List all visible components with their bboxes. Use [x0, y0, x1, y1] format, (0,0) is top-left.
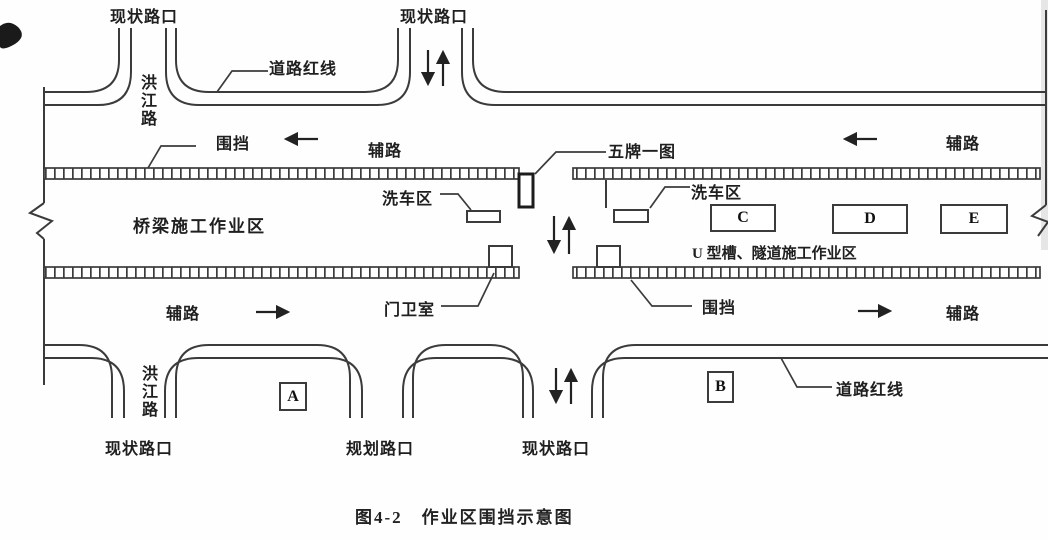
leader-car-wash-left — [440, 193, 472, 211]
leader-redline-top — [216, 70, 268, 93]
fence-bottom-left — [43, 266, 520, 279]
label-hongjiang-road-top: 洪江路 — [138, 74, 155, 128]
leader-enclosure-bottom — [630, 279, 692, 307]
bottom-road-redlines — [44, 344, 1048, 418]
label-guard-room: 门卫室 — [384, 302, 436, 319]
scan-blotch — [0, 22, 22, 49]
fence-top-right — [572, 167, 1041, 180]
label-bridge-work-zone: 桥梁施工作业区 — [133, 217, 266, 236]
label-enclosure-bottom: 围挡 — [702, 300, 737, 317]
label-car-wash-left: 洗车区 — [382, 191, 434, 208]
label-existing-intersection-bottom-left: 现状路口 — [105, 441, 174, 458]
marker-box-a — [279, 382, 307, 411]
marker-a: A — [287, 387, 299, 405]
fence-top-left — [43, 167, 520, 180]
label-auxiliary-road-top-left: 辅路 — [368, 143, 403, 160]
fence-bottom-right — [572, 266, 1041, 279]
left-cut-line — [27, 87, 55, 385]
scan-edge-strip — [1041, 0, 1048, 250]
marker-box-e — [940, 204, 1008, 234]
leader-five-boards — [534, 151, 606, 175]
figure-caption: 图4-2 作业区围挡示意图 — [355, 508, 574, 527]
label-hongjiang-road-bottom: 洪江路 — [139, 365, 156, 419]
label-five-boards-one-map: 五牌一图 — [608, 144, 677, 161]
leader-car-wash-right — [649, 186, 690, 209]
marker-d: D — [864, 210, 876, 227]
top-road-redlines — [44, 28, 1046, 106]
marker-e: E — [968, 210, 980, 227]
marker-box-b — [707, 371, 734, 403]
label-existing-intersection-top-mid: 现状路口 — [400, 9, 469, 26]
traffic-arrows — [256, 49, 893, 405]
leader-lines — [147, 70, 832, 388]
label-car-wash-right: 洗车区 — [691, 185, 743, 202]
guard-room-rect-left — [488, 245, 513, 268]
car-wash-rect-right — [613, 209, 649, 223]
label-existing-intersection-bottom-mid: 现状路口 — [522, 441, 591, 458]
label-utrough-tunnel-work-zone: U 型槽、隧道施工作业区 — [692, 246, 857, 262]
label-planned-intersection: 规划路口 — [346, 441, 415, 458]
right-cut-line — [1029, 10, 1048, 237]
five-boards-sign — [517, 172, 535, 209]
car-wash-rect-left — [466, 210, 501, 223]
label-auxiliary-road-bottom-right: 辅路 — [946, 306, 981, 323]
marker-b: B — [715, 378, 726, 395]
marker-box-c — [710, 204, 776, 232]
leader-guard-room — [441, 272, 495, 307]
label-auxiliary-road-bottom-left: 辅路 — [166, 306, 201, 323]
label-auxiliary-road-top-right: 辅路 — [946, 136, 981, 153]
label-existing-intersection-top-left: 现状路口 — [110, 9, 179, 26]
marker-c: C — [737, 209, 749, 226]
leader-redline-bottom — [780, 357, 832, 388]
label-enclosure-top: 围挡 — [216, 136, 251, 153]
marker-box-d — [832, 204, 908, 234]
leader-enclosure-top — [147, 145, 196, 169]
guard-room-rect-right — [596, 245, 621, 268]
label-road-red-line-bottom: 道路红线 — [836, 382, 905, 399]
label-road-red-line-top: 道路红线 — [269, 61, 338, 78]
